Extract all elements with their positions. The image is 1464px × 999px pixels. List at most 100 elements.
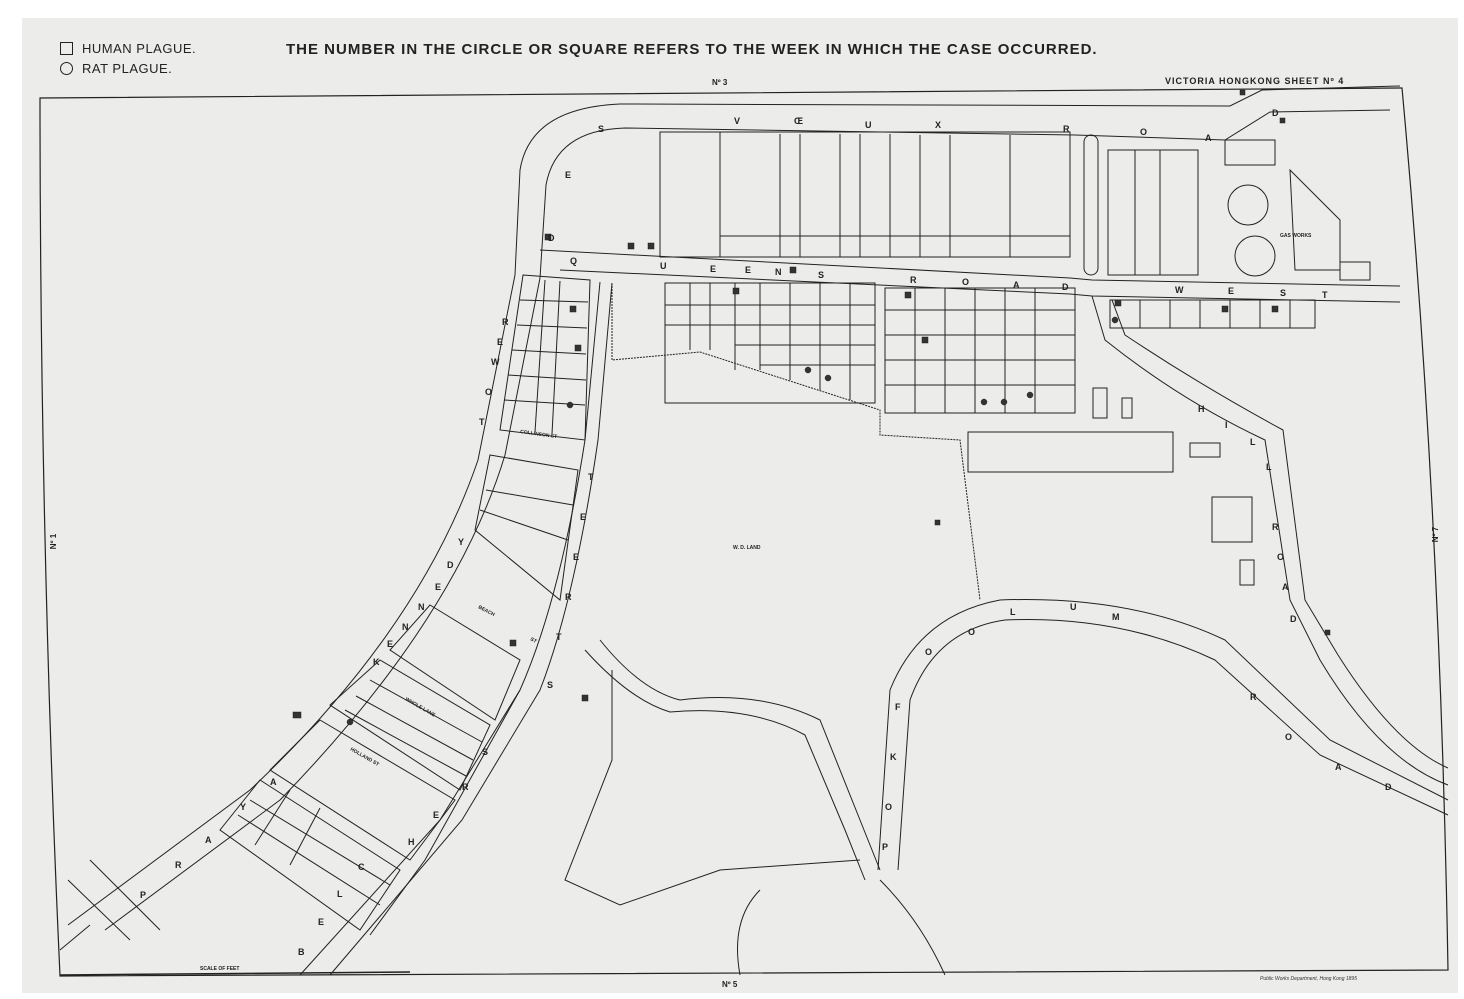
des-voeux-road-inner [539,109,1391,279]
road-letter: N [418,602,425,612]
road-letter: P [882,842,888,852]
rat-plague-marker [1026,391,1034,399]
road-letter: R [565,592,572,602]
road-letter: R [462,782,469,792]
rat-plague-circle-icon [60,61,73,75]
legend-rat-label: RAT PLAGUE. [82,60,173,76]
road-letter: O [485,387,492,397]
rat-plague-marker [980,398,988,406]
road-letter: E [435,582,441,592]
road-letter: O [1140,127,1147,137]
human-plague-marker [1324,629,1331,636]
belchers-west [369,689,521,936]
road-letter: Q [570,256,577,266]
road-letter: A [1282,582,1289,592]
scale-label: SCALE OF FEET [200,966,239,972]
street-east [329,282,613,976]
human-plague-marker [292,711,302,719]
wd-lower-boundary [564,670,861,906]
road-letter: A [270,777,277,787]
road-letter: A [1013,280,1020,290]
gas-works-label: GAS WORKS [1280,233,1312,239]
road-labels: D E S V Œ U X R O A D Q U E E N S R O A … [140,108,1392,957]
human-plague-marker [732,287,740,295]
road-letter: D [1385,782,1392,792]
whole-lane-label: WHOLE LANE [404,697,437,719]
road-letter: S [482,747,488,757]
road-letter: H [408,837,415,847]
road-letter: T [556,632,562,642]
road-letter: L [1250,437,1256,447]
wd-land-label: W. D. LAND [733,545,761,551]
road-letter: E [573,552,579,562]
adjacent-sheet-bottom: Nº 5 [722,980,738,989]
rat-plague-marker [804,366,812,374]
human-plague-marker [627,242,635,250]
human-plague-marker [789,266,797,274]
road-letter: T [1322,290,1328,300]
road-letter: R [1272,522,1279,532]
rat-plague-marker [1000,398,1008,406]
road-letter: E [318,917,324,927]
lower-path-west [599,639,881,871]
road-letter: O [968,627,975,637]
human-plague-square-icon [60,41,73,55]
road-letter: E [433,810,439,820]
road-letter: S [818,270,824,280]
map-title: THE NUMBER IN THE CIRCLE OR SQUARE REFER… [286,41,1098,58]
stream-path-2 [737,889,761,976]
road-letter: O [1277,552,1284,562]
road-letter: E [387,639,393,649]
adjacent-sheet-top: Nº 3 [712,78,728,87]
road-letter: C [358,862,365,872]
human-plague-marker [1221,305,1229,313]
rat-plague-marker [824,374,832,382]
road-letter: M [1112,612,1120,622]
human-plague-marker [921,336,929,344]
street-west [299,281,601,976]
road-letter: R [910,275,917,285]
rat-plague-marker [346,718,354,726]
map-frame [39,87,1449,977]
road-letter: U [1070,602,1077,612]
beach-st-label: BEACH [477,604,496,618]
scale-bar [59,971,411,976]
pokfoolum-road-west [877,599,1449,871]
road-letter: D [1062,282,1069,292]
kennedy-praya-inner [104,277,541,931]
human-plague-marker [509,639,517,647]
stream-path [879,879,946,976]
des-voeux-road-outer [514,85,1401,276]
lower-path-east [584,649,866,881]
legend-human-label: HUMAN PLAGUE. [82,40,197,56]
kennedy-praya-outer [67,274,516,926]
road-letter: A [1335,762,1342,772]
road-letter: L [1010,607,1016,617]
road-letter: O [962,277,969,287]
legend-human-row: HUMAN PLAGUE. [60,38,196,58]
road-letter: A [1205,133,1212,143]
rat-plague-marker [566,401,574,409]
road-letter: E [1228,286,1234,296]
road-letter: I [1225,420,1228,430]
road-island [1083,134,1099,276]
queens-road-south [559,269,1401,303]
map-sheet [22,18,1458,993]
road-letter: R [1063,124,1070,134]
gas-holder-1 [1227,184,1269,226]
road-letter: D [548,233,555,243]
legend: HUMAN PLAGUE. RAT PLAGUE. [60,38,196,78]
road-letter: S [598,124,604,134]
road-letter: F [895,702,901,712]
human-plague-marker [904,291,912,299]
road-letter: O [925,647,932,657]
road-letter: L [337,889,343,899]
human-plague-marker [647,242,655,250]
human-plague-marker [574,344,582,352]
road-letter: V [734,116,740,126]
road-letter: R [502,317,509,327]
road-letter: N [775,267,782,277]
rat-plague-marker [1111,316,1119,324]
plague-markers [292,89,1331,726]
